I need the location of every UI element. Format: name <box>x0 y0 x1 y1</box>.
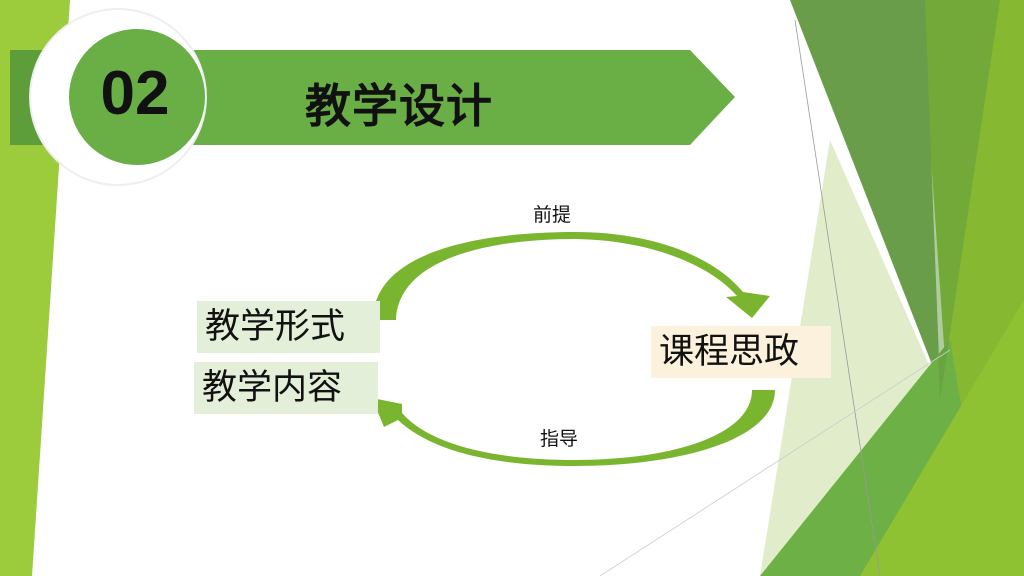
thin-line-2 <box>599 349 951 576</box>
teaching-content-box: 教学内容 <box>194 362 378 414</box>
banner-arrow <box>60 50 735 145</box>
right-shape-dark <box>790 0 940 385</box>
section-number: 02 <box>100 59 170 128</box>
page-title: 教学设计 <box>305 79 493 133</box>
right-shape-bright <box>860 300 1024 576</box>
bottom-arrow-label: 指导 <box>540 428 579 450</box>
upper-curved-arrow <box>373 232 770 320</box>
ideological-course-box: 课程思政 <box>651 326 831 378</box>
badge-green-circle <box>69 29 205 165</box>
right-shape-dark2 <box>925 0 1000 400</box>
teaching-form-box: 教学形式 <box>197 301 380 353</box>
thin-line <box>794 19 881 576</box>
top-arrow-label: 前提 <box>533 204 572 226</box>
